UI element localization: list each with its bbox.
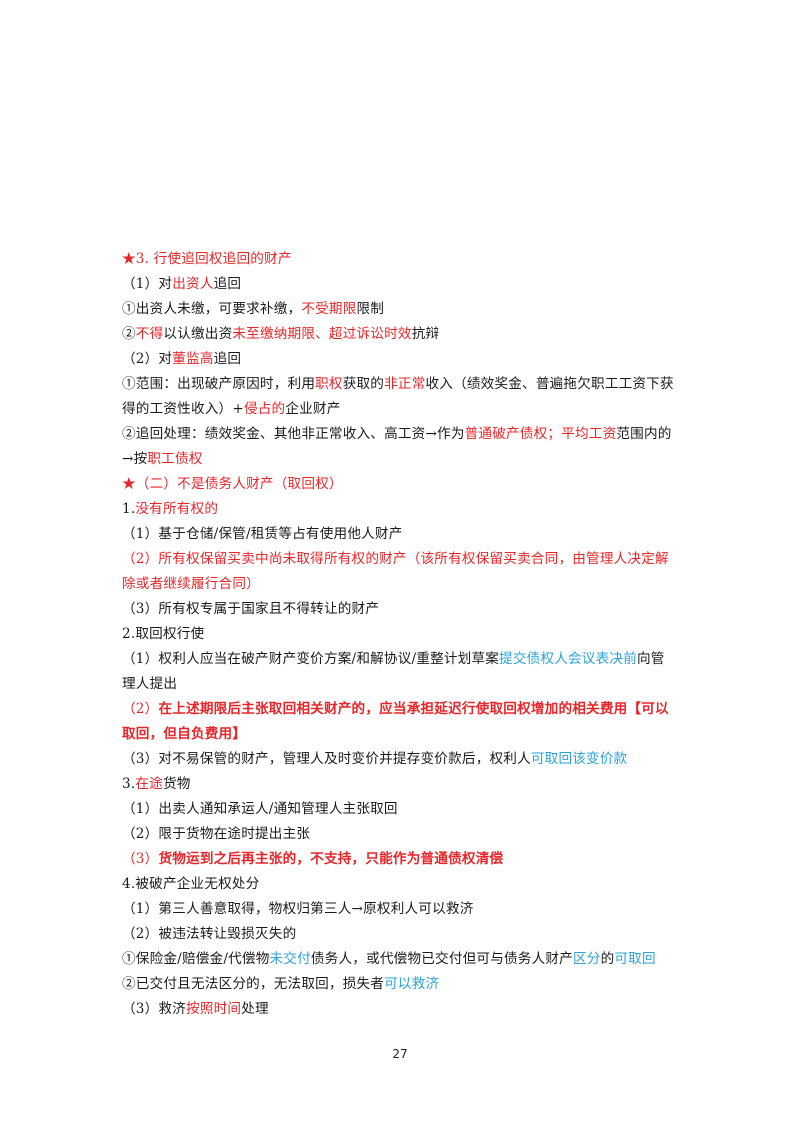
text-line: （1）对出资人追回 <box>122 272 692 297</box>
text-line: 取回，但自负费用】 <box>122 722 692 747</box>
text-line: 得的工资性收入）+侵占的企业财产 <box>122 397 692 422</box>
text-segment: ★（二）不是债务人财产（取回权） <box>122 476 343 492</box>
text-line: （2）所有权保留买卖中尚未取得所有权的财产（该所有权保留买卖合同，由管理人决定解 <box>122 547 692 572</box>
text-line: （3）救济按照时间处理 <box>122 997 692 1022</box>
text-segment: 可取回该变价款 <box>530 751 628 767</box>
text-segment: ② <box>122 326 136 342</box>
text-segment: （2）限于货物在途时提出主张 <box>122 826 311 842</box>
text-segment: 3. <box>122 776 136 792</box>
text-line: （2）被违法转让毁损灭失的 <box>122 922 692 947</box>
page-number: 27 <box>392 1047 408 1061</box>
text-segment: 没有所有权的 <box>135 501 219 517</box>
text-segment: （2）被违法转让毁损灭失的 <box>122 926 297 942</box>
text-line: （1）权利人应当在破产财产变价方案/和解协议/重整计划草案提交债权人会议表决前向… <box>122 647 692 672</box>
text-line: （1）出卖人通知承运人/通知管理人主张取回 <box>122 797 692 822</box>
text-segment: 董监高 <box>172 351 214 367</box>
text-segment: （2）所有权保留买卖中尚未取得所有权的财产（该所有权保留买卖合同，由管理人决定解 <box>122 551 669 567</box>
text-segment: 在途 <box>135 776 163 792</box>
text-line: （3）所有权专属于国家且不得转让的财产 <box>122 597 692 622</box>
text-line: 2.取回权行使 <box>122 622 692 647</box>
text-segment: 以认缴出资 <box>163 326 233 342</box>
text-line: ★（二）不是债务人财产（取回权） <box>122 472 692 497</box>
text-line: ①出资人未缴，可要求补缴，不受期限限制 <box>122 297 692 322</box>
text-segment: （1）基于仓储/保管/租赁等占有使用他人财产 <box>122 526 403 542</box>
text-segment: →按 <box>122 451 148 467</box>
text-segment: 范围内的 <box>616 426 672 442</box>
text-segment: ①范围：出现破产原因时，利用 <box>122 376 316 392</box>
text-segment: 货物运到之后再主张的，不支持，只能作为普通债权清偿 <box>158 851 504 867</box>
text-segment: （3） <box>122 851 159 867</box>
text-segment: 取回，但自负费用】 <box>122 726 247 742</box>
text-segment: （3）所有权专属于国家且不得转让的财产 <box>122 601 380 617</box>
text-segment: ★3. 行使追回权追回的财产 <box>122 251 292 267</box>
text-segment: 得的工资性收入）+ <box>122 401 244 417</box>
text-segment: （1）第三人善意取得，物权归第三人→原权利人可以救济 <box>122 901 474 917</box>
text-segment: （3）救济 <box>122 1001 187 1017</box>
text-line: （1）基于仓储/保管/租赁等占有使用他人财产 <box>122 522 692 547</box>
text-segment: 理人提出 <box>122 676 178 692</box>
text-line: （3）货物运到之后再主张的，不支持，只能作为普通债权清偿 <box>122 847 692 872</box>
text-segment: （2） <box>122 701 159 717</box>
text-segment: ②已交付且无法区分的，无法取回，损失者 <box>122 976 385 992</box>
text-segment: 可取回 <box>614 951 656 967</box>
text-line: ①保险金/赔偿金/代偿物未交付债务人，或代偿物已交付但可与债务人财产区分的可取回 <box>122 947 692 972</box>
text-segment: ①保险金/赔偿金/代偿物 <box>122 951 270 967</box>
text-segment: ②追回处理：绩效奖金、其他非正常收入、高工资→作为 <box>122 426 465 442</box>
text-line: （3）对不易保管的财产，管理人及时变价并提存变价款后，权利人可取回该变价款 <box>122 747 692 772</box>
text-line: ②追回处理：绩效奖金、其他非正常收入、高工资→作为普通破产债权；平均工资范围内的 <box>122 422 692 447</box>
text-segment: 非正常 <box>384 376 426 392</box>
text-segment: 未交付 <box>269 951 311 967</box>
text-line: 除或者继续履行合同） <box>122 572 692 597</box>
text-segment: 收入（绩效奖金、普遍拖欠职工工资下获 <box>425 376 674 392</box>
text-segment: 企业财产 <box>285 401 341 417</box>
text-line: （2）在上述期限后主张取回相关财产的，应当承担延迟行使取回权增加的相关费用【可以 <box>122 697 692 722</box>
text-line: （2）限于货物在途时提出主张 <box>122 822 692 847</box>
text-segment: 4.被破产企业无权处分 <box>122 876 260 892</box>
text-line: →按职工债权 <box>122 447 692 472</box>
text-segment: 债务人，或代偿物已交付但可与债务人财产 <box>310 951 573 967</box>
text-line: ①范围：出现破产原因时，利用职权获取的非正常收入（绩效奖金、普遍拖欠职工工资下获 <box>122 372 692 397</box>
text-segment: 出资人 <box>172 276 214 292</box>
text-segment: 2.取回权行使 <box>122 626 205 642</box>
text-segment: 侵占的 <box>243 401 286 417</box>
text-segment: 处理 <box>241 1001 269 1017</box>
text-segment: 货物 <box>162 776 191 792</box>
text-line: ②已交付且无法区分的，无法取回，损失者可以救济 <box>122 972 692 997</box>
text-segment: 提交债权人会议表决前 <box>499 651 637 667</box>
text-segment: （3）对不易保管的财产，管理人及时变价并提存变价款后，权利人 <box>122 751 531 767</box>
text-segment: 除或者继续履行合同） <box>122 576 260 592</box>
text-segment: 追回 <box>213 276 242 292</box>
text-segment: 按照时间 <box>186 1001 242 1017</box>
text-segment: 职工债权 <box>147 451 203 467</box>
text-segment: ①出资人未缴，可要求补缴， <box>122 301 302 317</box>
text-line: 4.被破产企业无权处分 <box>122 872 692 897</box>
text-line: ★3. 行使追回权追回的财产 <box>122 247 692 272</box>
text-line: （2）对董监高追回 <box>122 347 692 372</box>
text-segment: 限制 <box>356 301 385 317</box>
text-segment: 可以救济 <box>384 976 440 992</box>
text-segment: 向管 <box>636 651 665 667</box>
text-segment: 不受期限 <box>301 301 357 317</box>
text-segment: 1. <box>122 501 136 517</box>
text-line: 理人提出 <box>122 672 692 697</box>
text-segment: 获取的 <box>342 376 385 392</box>
text-line: ②不得以认缴出资未至缴纳期限、超过诉讼时效抗辩 <box>122 322 692 347</box>
text-segment: （1）出卖人通知承运人/通知管理人主张取回 <box>122 801 398 817</box>
text-segment: 区分 <box>572 951 601 967</box>
text-segment: 在上述期限后主张取回相关财产的，应当承担延迟行使取回权增加的相关费用【可以 <box>158 701 669 717</box>
text-line: 1.没有所有权的 <box>122 497 692 522</box>
text-segment: 未至缴纳期限、超过诉讼时效 <box>232 326 412 342</box>
text-segment: 职权 <box>315 376 343 392</box>
text-segment: （1）对 <box>122 276 173 292</box>
text-segment: 普通破产债权；平均工资 <box>464 426 617 442</box>
text-line: 3.在途货物 <box>122 772 692 797</box>
text-segment: 的 <box>600 951 615 967</box>
text-line: （1）第三人善意取得，物权归第三人→原权利人可以救济 <box>122 897 692 922</box>
text-segment: 追回 <box>213 351 242 367</box>
text-segment: （2）对 <box>122 351 173 367</box>
text-segment: （1）权利人应当在破产财产变价方案/和解协议/重整计划草案 <box>122 651 500 667</box>
text-segment: 抗辩 <box>411 326 440 342</box>
text-segment: 不得 <box>135 326 164 342</box>
